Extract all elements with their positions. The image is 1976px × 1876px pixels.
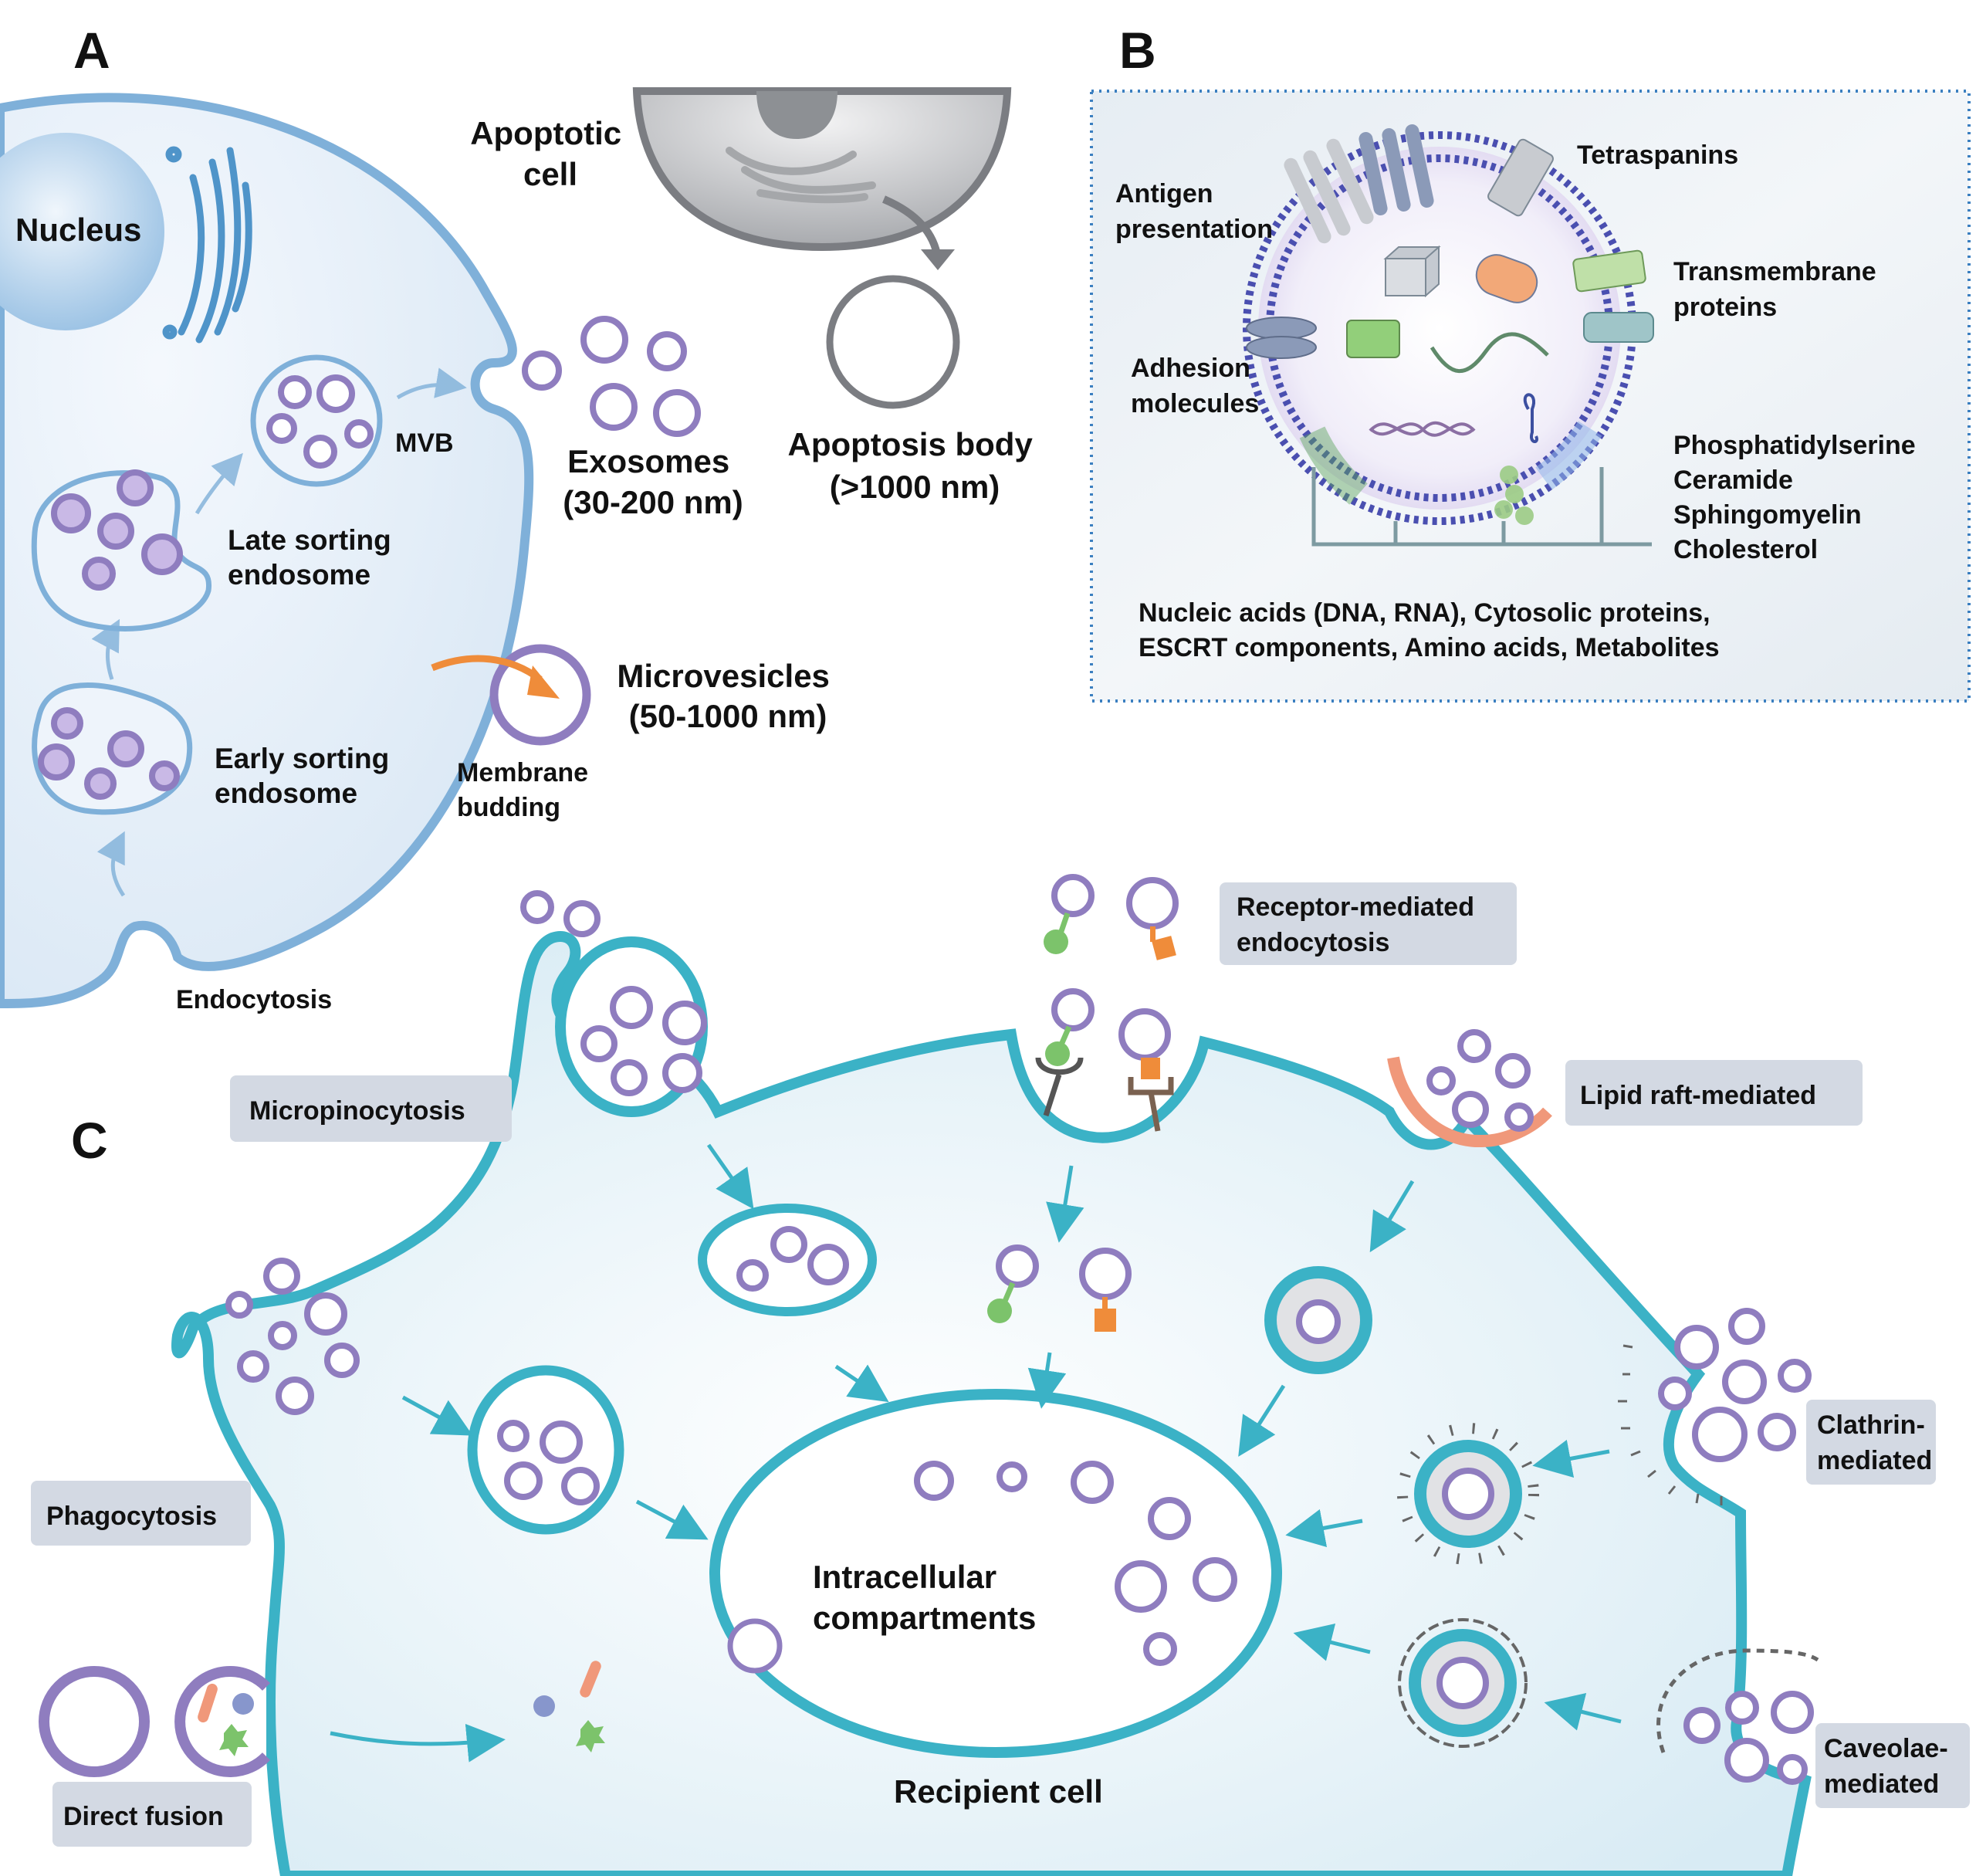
raft-endosome-vesicle (1296, 1299, 1341, 1344)
bilayer-green-segment (1299, 426, 1369, 505)
panel-c: C Intracellular compartments Recipient c… (31, 874, 1970, 1876)
mirna-hairpin (1523, 393, 1538, 443)
intracellular-compartment (709, 1389, 1282, 1758)
receptor-pocket-contents (1035, 988, 1174, 1132)
lipid-raft-vesicles (1426, 1029, 1534, 1132)
clathrin-spikes (1397, 1423, 1539, 1565)
budding-arrow (431, 655, 543, 682)
panel-a-label: A (73, 22, 110, 79)
bilayer-lightblue-segment (1534, 421, 1602, 490)
clathrin-coated-inner (1442, 1468, 1494, 1520)
mvb-label: MVB (395, 428, 454, 458)
nucleus (0, 133, 164, 330)
phagosome-vesicles (497, 1420, 600, 1505)
caveolae-coat-ring (1398, 1618, 1528, 1748)
direct-fusion-pill (52, 1782, 252, 1847)
tetraspanin-protein (1487, 138, 1554, 217)
apoptosis-body (826, 275, 960, 409)
micropinocytosis-label: Micropinocytosis (249, 1096, 465, 1126)
panel-a-arrows (91, 367, 467, 897)
receptor-ligand-free (1044, 874, 1179, 960)
direct-fusion-vesicle (39, 1666, 150, 1777)
caveolae-coat (1656, 1648, 1819, 1753)
lipid-raft-pill (1565, 1060, 1863, 1126)
caveolae-pocket-vesicles (1683, 1691, 1814, 1785)
nucleus-label: Nucleus (15, 212, 141, 248)
budding-arrowhead (527, 665, 560, 699)
fusing-vesicle (727, 1618, 783, 1674)
compartment-vesicles (914, 1461, 1237, 1666)
late-sorting-label: Late sorting endosome (228, 524, 399, 591)
caveolae-pill (1815, 1723, 1970, 1808)
caveolae-inner (1436, 1657, 1489, 1709)
rna-strand (1430, 332, 1549, 374)
cholesterol-molecule (1494, 466, 1534, 525)
receptor-mediated-label: Receptor-mediated endocytosis (1237, 892, 1481, 957)
clathrin-pill (1806, 1400, 1936, 1485)
cargo-green-blob (219, 1724, 249, 1756)
caveolae-label: Caveolae- mediated (1824, 1734, 1955, 1799)
micropinocytosis-pill (230, 1075, 512, 1142)
clathrin-coat (1618, 1344, 1723, 1505)
microvesicles-label: Microvesicles (50-1000 nm) (617, 658, 838, 734)
antigen-presentation-proteins (1284, 124, 1434, 244)
phagocytosis-label: Phagocytosis (46, 1502, 217, 1531)
lipids-label: Phosphatidylserine Ceramide Sphingomyeli… (1673, 431, 1923, 564)
released-orange-rod (580, 1661, 601, 1698)
intracellular-label: Intracellular compartments (813, 1559, 1036, 1636)
uptake-arrows (330, 1143, 1622, 1763)
adhesion-label: Adhesion molecules (1131, 354, 1259, 418)
panel-a: Nucleus A Early sorting endosome (0, 22, 1042, 1014)
panel-b-label: B (1119, 22, 1156, 79)
macropinocytosis-incoming (520, 890, 601, 937)
transmembrane-label: Transmembrane proteins (1673, 257, 1883, 322)
membrane-budding-label: Membrane budding (457, 758, 596, 822)
golgi-apparatus (162, 146, 252, 344)
released-blue-dot (533, 1695, 555, 1717)
adhesion-molecule (1246, 317, 1317, 359)
panel-b: B (1090, 22, 1971, 703)
fusing-vesicle-membrane (174, 1666, 271, 1777)
apoptosis-arrowhead (921, 249, 955, 270)
exosome-lumen (1258, 147, 1621, 510)
cargo-cube (1383, 245, 1441, 298)
receptor-internalized (987, 1244, 1132, 1332)
early-endosome-vesicles (38, 707, 180, 800)
clathrin-label: Clathrin- mediated (1817, 1410, 1932, 1475)
cargo-capsule (1475, 254, 1538, 303)
apoptotic-golgi (726, 147, 876, 204)
lipid-bracket (1311, 467, 1652, 547)
cargo-blue-dot (232, 1693, 254, 1715)
transmembrane-protein-1 (1572, 249, 1646, 293)
dna-helix (1369, 421, 1476, 437)
phagocytosis-pill (31, 1481, 251, 1546)
apoptotic-cell-label: Apoptotic cell (470, 115, 631, 192)
apoptosis-body-label: Apoptosis body (>1000 nm) (788, 426, 1042, 505)
lipid-raft-label: Lipid raft-mediated (1580, 1081, 1816, 1110)
panel-c-label: C (71, 1112, 108, 1169)
transmembrane-protein-2 (1583, 312, 1654, 343)
cargo-orange-rod (198, 1683, 218, 1723)
tetraspanins-label: Tetraspanins (1577, 141, 1738, 170)
direct-fusion-label: Direct fusion (63, 1802, 224, 1831)
exosomes (522, 316, 701, 437)
mvb-vesicles (266, 374, 374, 469)
phagocytosis-vesicles (225, 1258, 360, 1415)
recipient-cell-label: Recipient cell (894, 1773, 1103, 1810)
apoptotic-nucleus (756, 91, 837, 139)
macropinosome-vesicles (580, 986, 707, 1096)
clathrin-pocket-vesicles (1658, 1308, 1812, 1462)
antigen-presentation-label: Antigen presentation (1115, 179, 1273, 244)
cargo-cylinder (1346, 320, 1400, 358)
macropinosome-internal-vesicles (736, 1226, 849, 1292)
released-green-blob (576, 1720, 605, 1752)
early-sorting-label: Early sorting endosome (215, 743, 397, 809)
endocytosis-label: Endocytosis (176, 985, 332, 1014)
exosomes-label: Exosomes (30-200 nm) (563, 443, 743, 520)
receptor-mediated-pill (1220, 882, 1517, 965)
contents-label: Nucleic acids (DNA, RNA), Cytosolic prot… (1139, 598, 1720, 662)
late-endosome-vesicles (51, 469, 183, 591)
